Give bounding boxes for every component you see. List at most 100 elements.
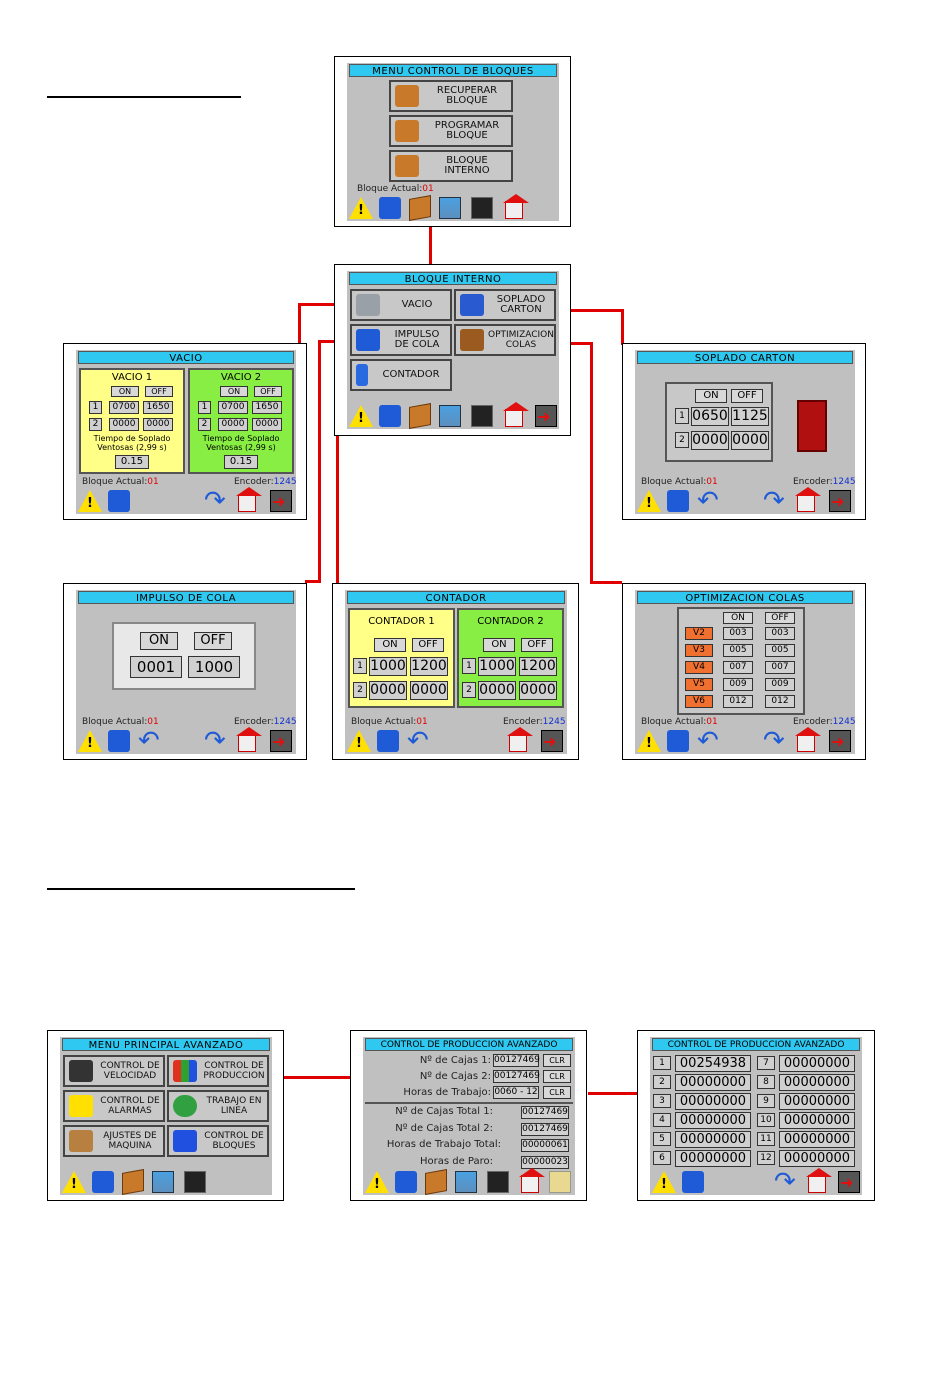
printer-icon[interactable] <box>92 1171 114 1193</box>
contador1-on-2[interactable]: 0000 <box>369 681 407 700</box>
printer-icon[interactable] <box>667 490 689 512</box>
home-icon[interactable] <box>236 487 262 512</box>
machine-icon[interactable] <box>439 405 461 427</box>
control-velocidad-button[interactable]: CONTROL DE VELOCIDAD <box>63 1055 165 1087</box>
warning-icon[interactable] <box>78 730 102 752</box>
power-switch-icon[interactable] <box>797 400 827 452</box>
machine-icon[interactable] <box>455 1171 477 1193</box>
warning-icon[interactable] <box>349 405 373 427</box>
soplado-off-2[interactable]: 0000 <box>731 431 769 450</box>
vacio2-off-2[interactable]: 0000 <box>252 418 282 431</box>
optim-on-value[interactable]: 009 <box>723 678 753 691</box>
home-icon[interactable] <box>806 1168 832 1193</box>
gauge-icon[interactable] <box>471 197 493 219</box>
arrow-right-icon[interactable]: ↷ <box>774 1167 796 1197</box>
programar-bloque-button[interactable]: PROGRAMAR BLOQUE <box>389 115 513 147</box>
arrow-right-icon[interactable]: ↷ <box>763 726 785 756</box>
printer-icon[interactable] <box>377 730 399 752</box>
vacio2-off-1[interactable]: 1650 <box>252 401 282 414</box>
vacio1-on-1[interactable]: 0700 <box>109 401 139 414</box>
printer-icon[interactable] <box>379 405 401 427</box>
home-icon[interactable] <box>507 727 533 752</box>
printer-icon[interactable] <box>379 197 401 219</box>
warning-icon[interactable] <box>349 197 373 219</box>
optim-on-value[interactable]: 003 <box>723 627 753 640</box>
valve-label[interactable]: V2 <box>685 627 713 640</box>
warning-icon[interactable] <box>62 1171 86 1193</box>
contador1-on-1[interactable]: 1000 <box>369 657 407 676</box>
ajustes-maquina-button[interactable]: AJUSTES DE MAQUINA <box>63 1125 165 1157</box>
arrow-right-icon[interactable]: ↷ <box>763 486 785 516</box>
clr-button[interactable]: CLR <box>543 1086 571 1099</box>
optim-off-value[interactable]: 007 <box>765 661 795 674</box>
exit-icon[interactable] <box>535 405 557 427</box>
machine-icon[interactable] <box>152 1171 174 1193</box>
gauge-icon[interactable] <box>471 405 493 427</box>
optim-on-value[interactable]: 005 <box>723 644 753 657</box>
home-icon[interactable] <box>503 194 529 219</box>
vacio1-on-2[interactable]: 0000 <box>109 418 139 431</box>
optimizacion-colas-button[interactable]: OPTIMIZACION COLAS <box>454 324 556 356</box>
exit-icon[interactable] <box>829 730 851 752</box>
warning-icon[interactable] <box>652 1171 676 1193</box>
soplado-carton-button[interactable]: SOPLADO CARTON <box>454 289 556 321</box>
vacio2-on-2[interactable]: 0000 <box>218 418 248 431</box>
clr-button[interactable]: CLR <box>543 1054 571 1067</box>
optim-off-value[interactable]: 009 <box>765 678 795 691</box>
gauge-icon[interactable] <box>184 1171 206 1193</box>
tiempo-value-1[interactable]: 0.15 <box>115 455 149 469</box>
home-icon[interactable] <box>503 402 529 427</box>
box-icon[interactable] <box>122 1169 144 1195</box>
exit-icon[interactable] <box>270 490 292 512</box>
contador2-off-2[interactable]: 0000 <box>519 681 557 700</box>
optim-on-value[interactable]: 012 <box>723 695 753 708</box>
impulso-on-value[interactable]: 0001 <box>130 656 182 678</box>
exit-icon[interactable] <box>270 730 292 752</box>
clr-button[interactable]: CLR <box>543 1070 571 1083</box>
gauge-icon[interactable] <box>487 1171 509 1193</box>
valve-label[interactable]: V6 <box>685 695 713 708</box>
soplado-on-2[interactable]: 0000 <box>691 431 729 450</box>
contador2-on-2[interactable]: 0000 <box>478 681 516 700</box>
folder-icon[interactable] <box>549 1171 571 1193</box>
vacio1-off-2[interactable]: 0000 <box>143 418 173 431</box>
arrow-right-icon[interactable]: ↷ <box>204 486 226 516</box>
exit-icon[interactable] <box>829 490 851 512</box>
arrow-left-icon[interactable]: ↶ <box>697 726 719 756</box>
arrow-left-icon[interactable]: ↶ <box>138 726 160 756</box>
valve-label[interactable]: V4 <box>685 661 713 674</box>
printer-icon[interactable] <box>682 1171 704 1193</box>
warning-icon[interactable] <box>637 730 661 752</box>
bloque-interno-button[interactable]: BLOQUE INTERNO <box>389 150 513 182</box>
contador-button[interactable]: CONTADOR <box>350 359 452 391</box>
printer-icon[interactable] <box>667 730 689 752</box>
printer-icon[interactable] <box>395 1171 417 1193</box>
arrow-left-icon[interactable]: ↶ <box>697 486 719 516</box>
arrow-right-icon[interactable]: ↷ <box>204 726 226 756</box>
home-icon[interactable] <box>795 487 821 512</box>
contador1-off-2[interactable]: 0000 <box>410 681 448 700</box>
control-produccion-button[interactable]: CONTROL DE PRODUCCION <box>167 1055 269 1087</box>
optim-off-value[interactable]: 012 <box>765 695 795 708</box>
tiempo-value-2[interactable]: 0.15 <box>224 455 258 469</box>
recuperar-bloque-button[interactable]: RECUPERAR BLOQUE <box>389 80 513 112</box>
home-icon[interactable] <box>519 1168 545 1193</box>
valve-label[interactable]: V5 <box>685 678 713 691</box>
vacio2-on-1[interactable]: 0700 <box>218 401 248 414</box>
warning-icon[interactable] <box>347 730 371 752</box>
trabajo-en-linea-button[interactable]: TRABAJO EN LINEA <box>167 1090 269 1122</box>
soplado-on-1[interactable]: 0650 <box>691 407 729 426</box>
valve-label[interactable]: V3 <box>685 644 713 657</box>
box-icon[interactable] <box>409 195 431 221</box>
control-alarmas-button[interactable]: CONTROL DE ALARMAS <box>63 1090 165 1122</box>
warning-icon[interactable] <box>637 490 661 512</box>
warning-icon[interactable] <box>78 490 102 512</box>
machine-icon[interactable] <box>439 197 461 219</box>
box-icon[interactable] <box>425 1169 447 1195</box>
optim-off-value[interactable]: 003 <box>765 627 795 640</box>
box-icon[interactable] <box>409 403 431 429</box>
printer-icon[interactable] <box>108 730 130 752</box>
exit-icon[interactable] <box>838 1171 860 1193</box>
optim-off-value[interactable]: 005 <box>765 644 795 657</box>
warning-icon[interactable] <box>365 1171 389 1193</box>
